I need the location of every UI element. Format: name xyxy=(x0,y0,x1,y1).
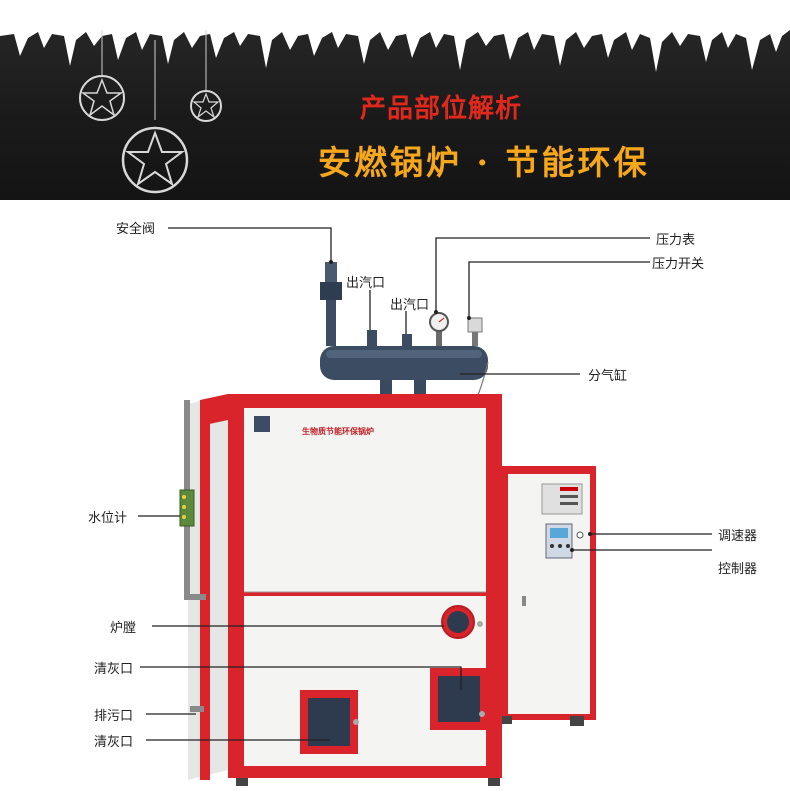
water-level-gauge xyxy=(179,489,195,527)
label-controller: 控制器 xyxy=(718,562,758,577)
label-speed-controller: 调速器 xyxy=(718,529,758,544)
safety-valve xyxy=(325,262,337,282)
drain-port-pipe xyxy=(190,706,204,712)
banner-title: 产品部位解析 xyxy=(360,94,523,124)
label-furnace: 炉膛 xyxy=(110,621,137,636)
label-pressure-gauge: 压力表 xyxy=(656,233,696,248)
label-ash-port-1: 清灰口 xyxy=(94,662,134,677)
boiler-diagram: 生物质节能环保锅炉 安全阀 出汽口 出汽口 压力表 压力开关 分气缸 水位计 调… xyxy=(0,200,790,812)
boiler-illustration xyxy=(138,227,712,786)
label-steam-outlet-1: 出汽口 xyxy=(346,276,386,291)
label-safety-valve: 安全阀 xyxy=(116,222,156,237)
callout-leaders xyxy=(138,227,712,741)
header-banner: 产品部位解析 安燃锅炉 · 节能环保 xyxy=(0,0,790,200)
label-pressure-switch: 压力开关 xyxy=(652,257,705,272)
banner-subtitle: 安燃锅炉 · 节能环保 xyxy=(318,143,650,182)
label-water-level-gauge: 水位计 xyxy=(88,511,128,526)
label-steam-outlet-2: 出汽口 xyxy=(390,298,430,313)
pressure-switch xyxy=(467,317,483,333)
label-drain-port: 排污口 xyxy=(94,709,134,724)
label-steam-header: 分气缸 xyxy=(588,369,628,384)
steam-outlet-2 xyxy=(402,334,412,346)
label-ash-port-2: 清灰口 xyxy=(94,735,134,750)
ornament-decoration xyxy=(79,30,222,194)
boiler-upper-panel xyxy=(244,408,486,592)
steam-outlet-1 xyxy=(367,330,377,346)
boiler-nameplate: 生物质节能环保锅炉 xyxy=(302,427,374,436)
icicle-decoration xyxy=(0,0,790,72)
